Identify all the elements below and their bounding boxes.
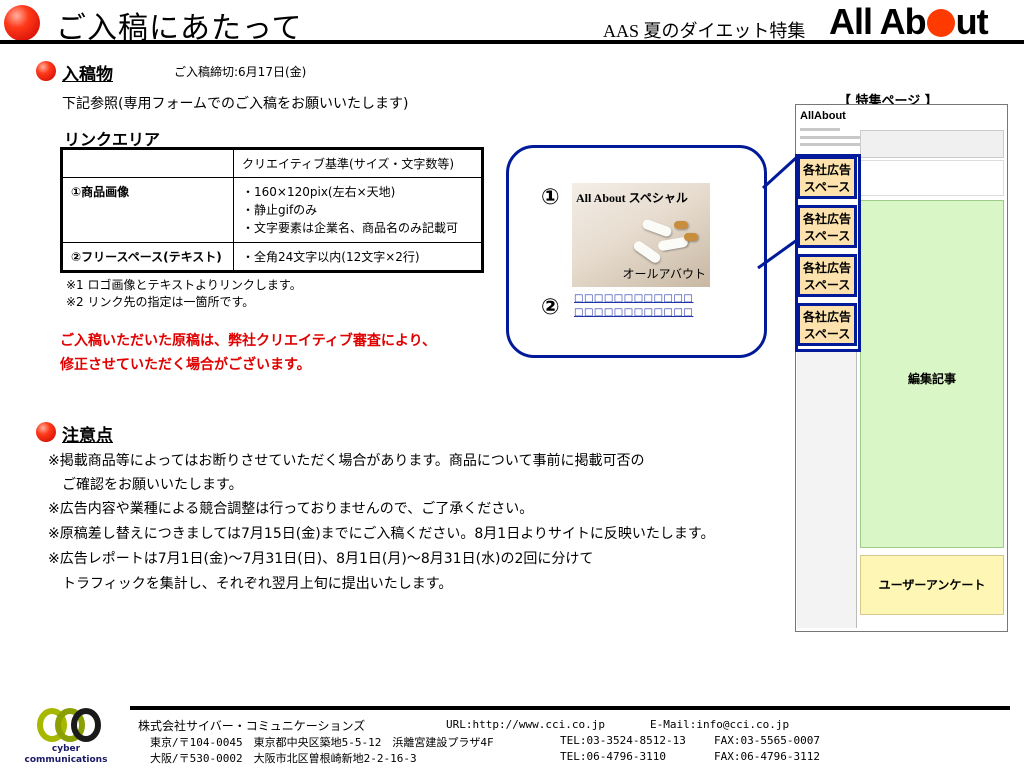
product-image-caption: オールアバウト bbox=[622, 267, 706, 281]
link-area-title: リンクエリア bbox=[64, 130, 161, 149]
footer-email[interactable]: E-Mail:info@cci.co.jp bbox=[650, 718, 790, 731]
notes-line: トラフィックを集計し、それぞれ翌月上旬に提出いたします。 bbox=[48, 576, 453, 592]
mockup-intro-strip bbox=[860, 160, 1004, 196]
section-bullet-icon bbox=[36, 422, 56, 442]
editorial-area bbox=[860, 200, 1004, 548]
site-mockup-logo: AllAbout bbox=[800, 110, 846, 122]
notes-line: ご確認をお願いいたします。 bbox=[48, 477, 243, 493]
table-spec-cell: ・全角24文字以内(12文字×2行) bbox=[233, 242, 483, 272]
ad-slot[interactable]: 各社広告スペース bbox=[797, 303, 857, 346]
footer-url[interactable]: URL:http://www.cci.co.jp bbox=[446, 718, 605, 731]
table-row: ②フリースペース(テキスト) ・全角24文字以内(12文字×2行) bbox=[61, 242, 483, 272]
mockup-header-strip bbox=[860, 130, 1004, 158]
notes-line: ※掲載商品等によってはお断りさせていただく場合があります。商品について事前に掲載… bbox=[48, 453, 645, 469]
marker-product-image: ① bbox=[541, 185, 560, 210]
ad-slot[interactable]: 各社広告スペース bbox=[797, 156, 857, 199]
note-1: ※1 ロゴ画像とテキストよりリンクします。 bbox=[66, 278, 302, 292]
free-space-text-2[interactable]: □□□□□□□□□□□□ bbox=[574, 307, 694, 318]
mockup-line bbox=[800, 128, 840, 131]
editorial-label: 編集記事 bbox=[907, 372, 956, 386]
mockup-line bbox=[800, 136, 870, 139]
footer-tokyo-fax: FAX:03-5565-0007 bbox=[714, 734, 820, 747]
footer-osaka-address: 大阪/〒530-0002 大阪市北区曽根崎新地2-2-16-3 bbox=[150, 752, 417, 765]
notes-line: ※原稿差し替えにつきましては7月15日(金)までにご入稿ください。8月1日よりサ… bbox=[48, 526, 715, 542]
section-title-submission: 入稿物 bbox=[62, 65, 113, 85]
spec-line: ・文字要素は企業名、商品名のみ記載可 bbox=[242, 221, 459, 235]
warning-line-2: 修正させていただく場合がございます。 bbox=[60, 357, 311, 373]
section-bullet-icon bbox=[36, 61, 56, 81]
footer-company: 株式会社サイバー・コミュニケーションズ bbox=[138, 719, 366, 733]
cyber-communications-logo: cyber communications bbox=[25, 708, 108, 765]
pill-shape bbox=[674, 221, 688, 229]
spec-table: クリエイティブ基準(サイズ・文字数等) ①商品画像 ・160×120pix(左右… bbox=[60, 147, 484, 273]
header-divider bbox=[0, 40, 1024, 44]
spec-line: ・静止gifのみ bbox=[242, 203, 318, 217]
ad-slot[interactable]: 各社広告スペース bbox=[797, 254, 857, 297]
table-item-cell: ②フリースペース(テキスト) bbox=[61, 242, 234, 272]
user-survey-area[interactable]: ユーザーアンケート bbox=[860, 555, 1004, 615]
marker-free-space: ② bbox=[541, 295, 560, 320]
note-2: ※2 リンク先の指定は一箇所です。 bbox=[66, 295, 255, 309]
product-image-sample: All About スペシャル オールアバウト bbox=[572, 183, 710, 287]
logo-text-communications: communications bbox=[25, 755, 108, 765]
page-subtitle: AAS 夏のダイエット特集 bbox=[603, 21, 806, 41]
instruction-text: 下記参照(専用フォームでのご入稿をお願いいたします) bbox=[62, 96, 409, 112]
footer-osaka-fax: FAX:06-4796-3112 bbox=[714, 750, 820, 763]
product-image-title: All About スペシャル bbox=[576, 191, 688, 205]
footer-tokyo-tel: TEL:03-3524-8512-13 bbox=[560, 734, 686, 747]
warning-line-1: ご入稿いただいた原稿は、弊社クリエイティブ審査により、 bbox=[60, 333, 437, 349]
table-header-row: クリエイティブ基準(サイズ・文字数等) bbox=[61, 148, 483, 178]
footer-osaka-tel: TEL:06-4796-3110 bbox=[560, 750, 666, 763]
logo-text-cyber: cyber bbox=[52, 744, 81, 754]
notes-line: ※広告レポートは7月1日(金)～7月31日(日)、8月1日(月)～8月31日(水… bbox=[48, 551, 594, 567]
table-header-cell: クリエイティブ基準(サイズ・文字数等) bbox=[233, 148, 483, 178]
mockup-left-column bbox=[797, 352, 857, 628]
pill-shape bbox=[684, 233, 698, 241]
spec-line: ・160×120pix(左右×天地) bbox=[242, 185, 396, 199]
footer-tokyo-address: 東京/〒104-0045 東京都中央区築地5-5-12 浜離宮建設プラザ4F bbox=[150, 736, 494, 749]
table-spec-cell: ・160×120pix(左右×天地) ・静止gifのみ ・文字要素は企業名、商品… bbox=[233, 177, 483, 243]
title-bullet-icon bbox=[4, 5, 40, 41]
deadline-text: ご入稿締切:6月17日(金) bbox=[174, 65, 307, 79]
ad-slot-frame bbox=[795, 154, 861, 352]
notes-line: ※広告内容や業種による競合調整は行っておりませんので、ご了承ください。 bbox=[48, 501, 534, 517]
mockup-line bbox=[800, 143, 890, 146]
table-header-cell bbox=[61, 148, 234, 178]
ad-slot[interactable]: 各社広告スペース bbox=[797, 205, 857, 248]
footer-divider bbox=[130, 706, 1010, 710]
free-space-text-1[interactable]: □□□□□□□□□□□□ bbox=[574, 293, 694, 304]
section-title-notes: 注意点 bbox=[62, 426, 113, 446]
